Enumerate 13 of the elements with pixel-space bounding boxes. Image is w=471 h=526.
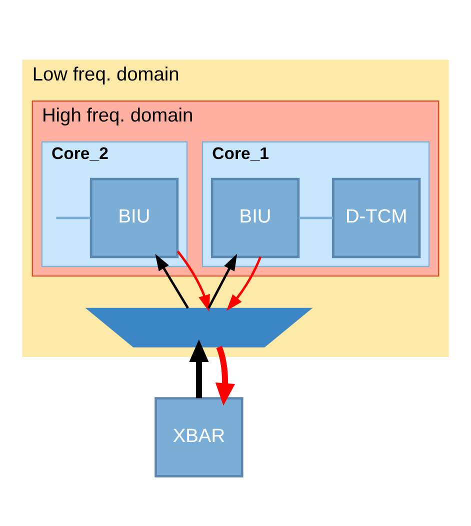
arrow <box>215 345 235 406</box>
node-box: BIU <box>210 177 300 258</box>
node-box: D-TCM <box>332 177 421 258</box>
node-box: XBAR <box>154 396 244 477</box>
arrow <box>207 253 238 308</box>
arrow <box>226 256 262 310</box>
arrow <box>155 253 189 308</box>
arrow <box>189 339 209 398</box>
node-trapezoid <box>85 307 313 347</box>
node-box: BIU <box>90 177 179 258</box>
connector <box>56 216 91 219</box>
connector <box>298 216 333 219</box>
arrow <box>176 250 210 312</box>
